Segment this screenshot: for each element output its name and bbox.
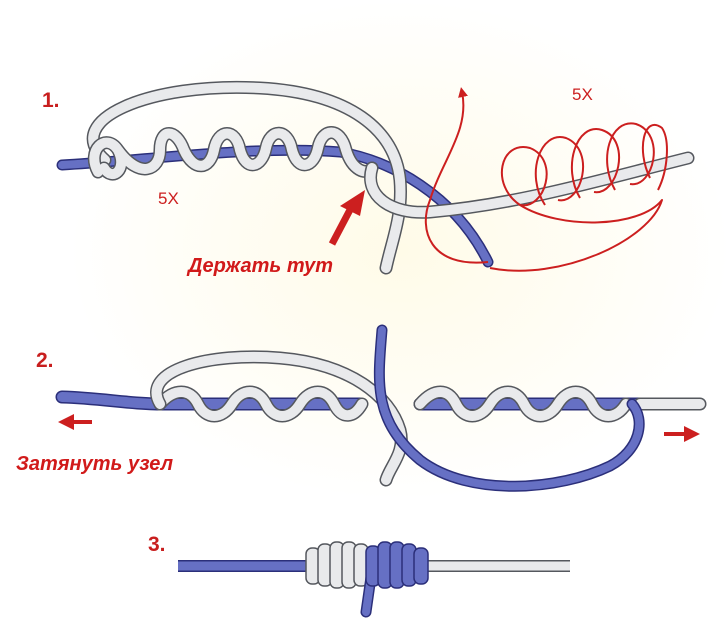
blue-loop — [373, 324, 645, 492]
step-3-figure — [178, 541, 570, 618]
step-1-figure — [56, 80, 695, 275]
pull-arrow-left — [58, 414, 92, 430]
pull-arrow-right — [664, 426, 700, 442]
hold-here-label: Держать тут — [188, 255, 334, 277]
white-twist — [153, 385, 369, 423]
white-coils — [87, 126, 379, 181]
red-wrap-guide — [424, 87, 668, 272]
blue-wraps — [365, 541, 429, 589]
step-1-number: 1. — [42, 89, 60, 112]
white-twist-right — [413, 385, 633, 423]
tighten-knot-label: Затянуть узел — [16, 453, 174, 475]
white-tag-end — [364, 151, 695, 219]
white-loop — [86, 80, 407, 275]
step-1-wraps-label: 5X — [158, 189, 179, 208]
step-2-figure — [55, 324, 707, 492]
step-2-number: 2. — [36, 349, 54, 372]
step-3-number: 3. — [148, 533, 166, 556]
hold-arrow — [328, 190, 365, 246]
overlay-wraps-label: 5X — [572, 85, 593, 104]
white-wraps — [305, 541, 369, 589]
